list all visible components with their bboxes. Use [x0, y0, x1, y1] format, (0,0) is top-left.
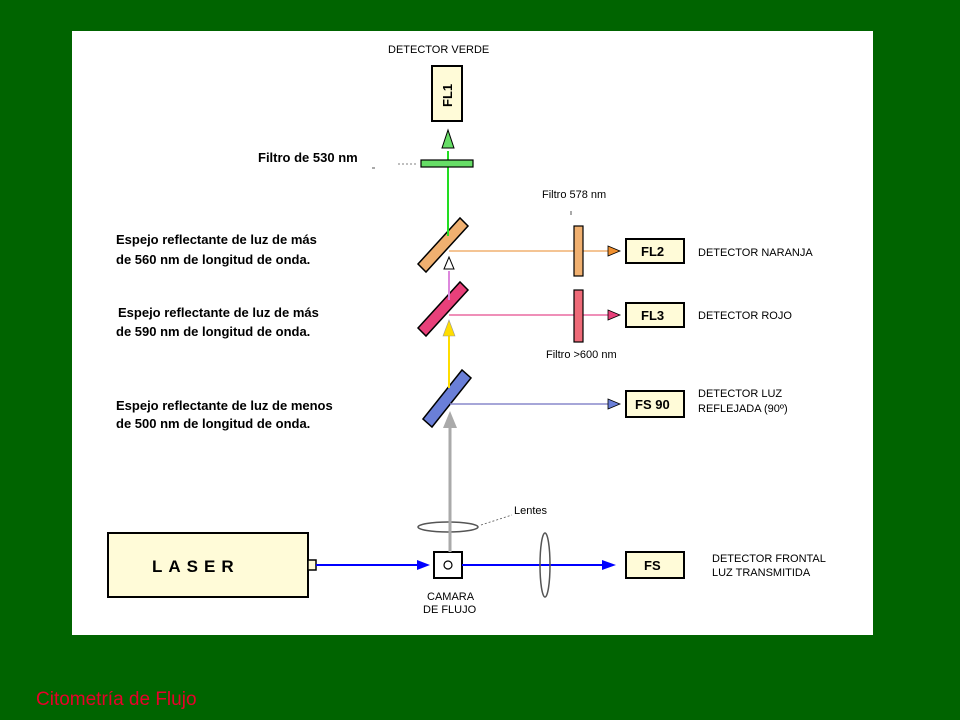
mirror-560 — [416, 216, 470, 274]
filter-600 — [573, 289, 584, 343]
fl2-detector-box-label: FL2 — [641, 244, 664, 259]
fs90-detector-box — [625, 390, 685, 418]
pink-beam-arrow — [443, 255, 455, 270]
yellow-beam-arrow — [442, 319, 456, 337]
fl1-detector-box — [431, 65, 463, 122]
mirror-590-label-1: Espejo reflectante de luz de más — [118, 305, 319, 320]
mirror-590 — [416, 280, 470, 338]
beam-arrow-fs — [602, 560, 616, 570]
filter-600-label: Filtro >600 nm — [546, 349, 617, 361]
green-beam-arrow — [441, 128, 455, 149]
fs90-arrow — [607, 398, 622, 410]
fs90-detector-label-1: DETECTOR LUZ — [698, 388, 782, 400]
filter-578-label: Filtro 578 nm — [542, 189, 606, 201]
fl2-detector-box — [625, 238, 685, 264]
mirror-560-label-2: de 560 nm de longitud de onda. — [116, 252, 310, 267]
filter-578 — [573, 225, 584, 277]
fs90-detector-label-2: REFLEJADA (90º) — [698, 403, 788, 415]
laser-box — [107, 532, 309, 598]
gray-beam-arrow — [443, 411, 457, 428]
filter-530-label: Filtro de 530 nm — [258, 150, 358, 165]
fl1-detector-label: DETECTOR VERDE — [388, 44, 489, 56]
fs90-detector-box-label: FS 90 — [635, 397, 670, 412]
filter-530 — [420, 159, 474, 168]
laser-label: LASER — [152, 557, 240, 576]
flow-chamber — [433, 551, 463, 579]
diagram-panel: LASER CAMARA DE FLUJO FS DETECTOR FRONTA… — [72, 31, 873, 635]
fl1-detector-box-label: FL1 — [440, 84, 455, 107]
forward-lens — [539, 532, 551, 598]
fs-detector-box — [625, 551, 685, 579]
fl3-arrow — [607, 309, 622, 321]
beam-arrow-chamber — [417, 560, 430, 570]
fl2-detector-label: DETECTOR NARANJA — [698, 247, 813, 259]
fl3-detector-box — [625, 302, 685, 328]
flow-chamber-cell — [443, 560, 453, 570]
mirror-500-label-1: Espejo reflectante de luz de menos — [116, 398, 333, 413]
flow-chamber-label-2: DE FLUJO — [423, 604, 477, 616]
flow-cytometry-diagram: LASER CAMARA DE FLUJO FS DETECTOR FRONTA… — [107, 44, 826, 616]
lens-pointer — [480, 514, 513, 526]
fl2-arrow — [607, 245, 622, 257]
fl3-detector-label: DETECTOR ROJO — [698, 310, 792, 322]
mirror-560-label-1: Espejo reflectante de luz de más — [116, 232, 317, 247]
mirror-590-label-2: de 590 nm de longitud de onda. — [116, 324, 310, 339]
mirror-500-label-2: de 500 nm de longitud de onda. — [116, 416, 310, 431]
laser-aperture — [307, 559, 317, 571]
flow-chamber-label-1: CAMARA — [427, 591, 475, 603]
fs-detector-label-1: DETECTOR FRONTAL — [712, 553, 826, 565]
fs-detector-box-label: FS — [644, 558, 661, 573]
fl3-detector-box-label: FL3 — [641, 308, 664, 323]
lenses-label: Lentes — [514, 505, 548, 517]
slide-title: Citometría de Flujo — [36, 689, 197, 710]
side-lens — [417, 521, 479, 533]
fs-detector-label-2: LUZ TRANSMITIDA — [712, 567, 811, 579]
